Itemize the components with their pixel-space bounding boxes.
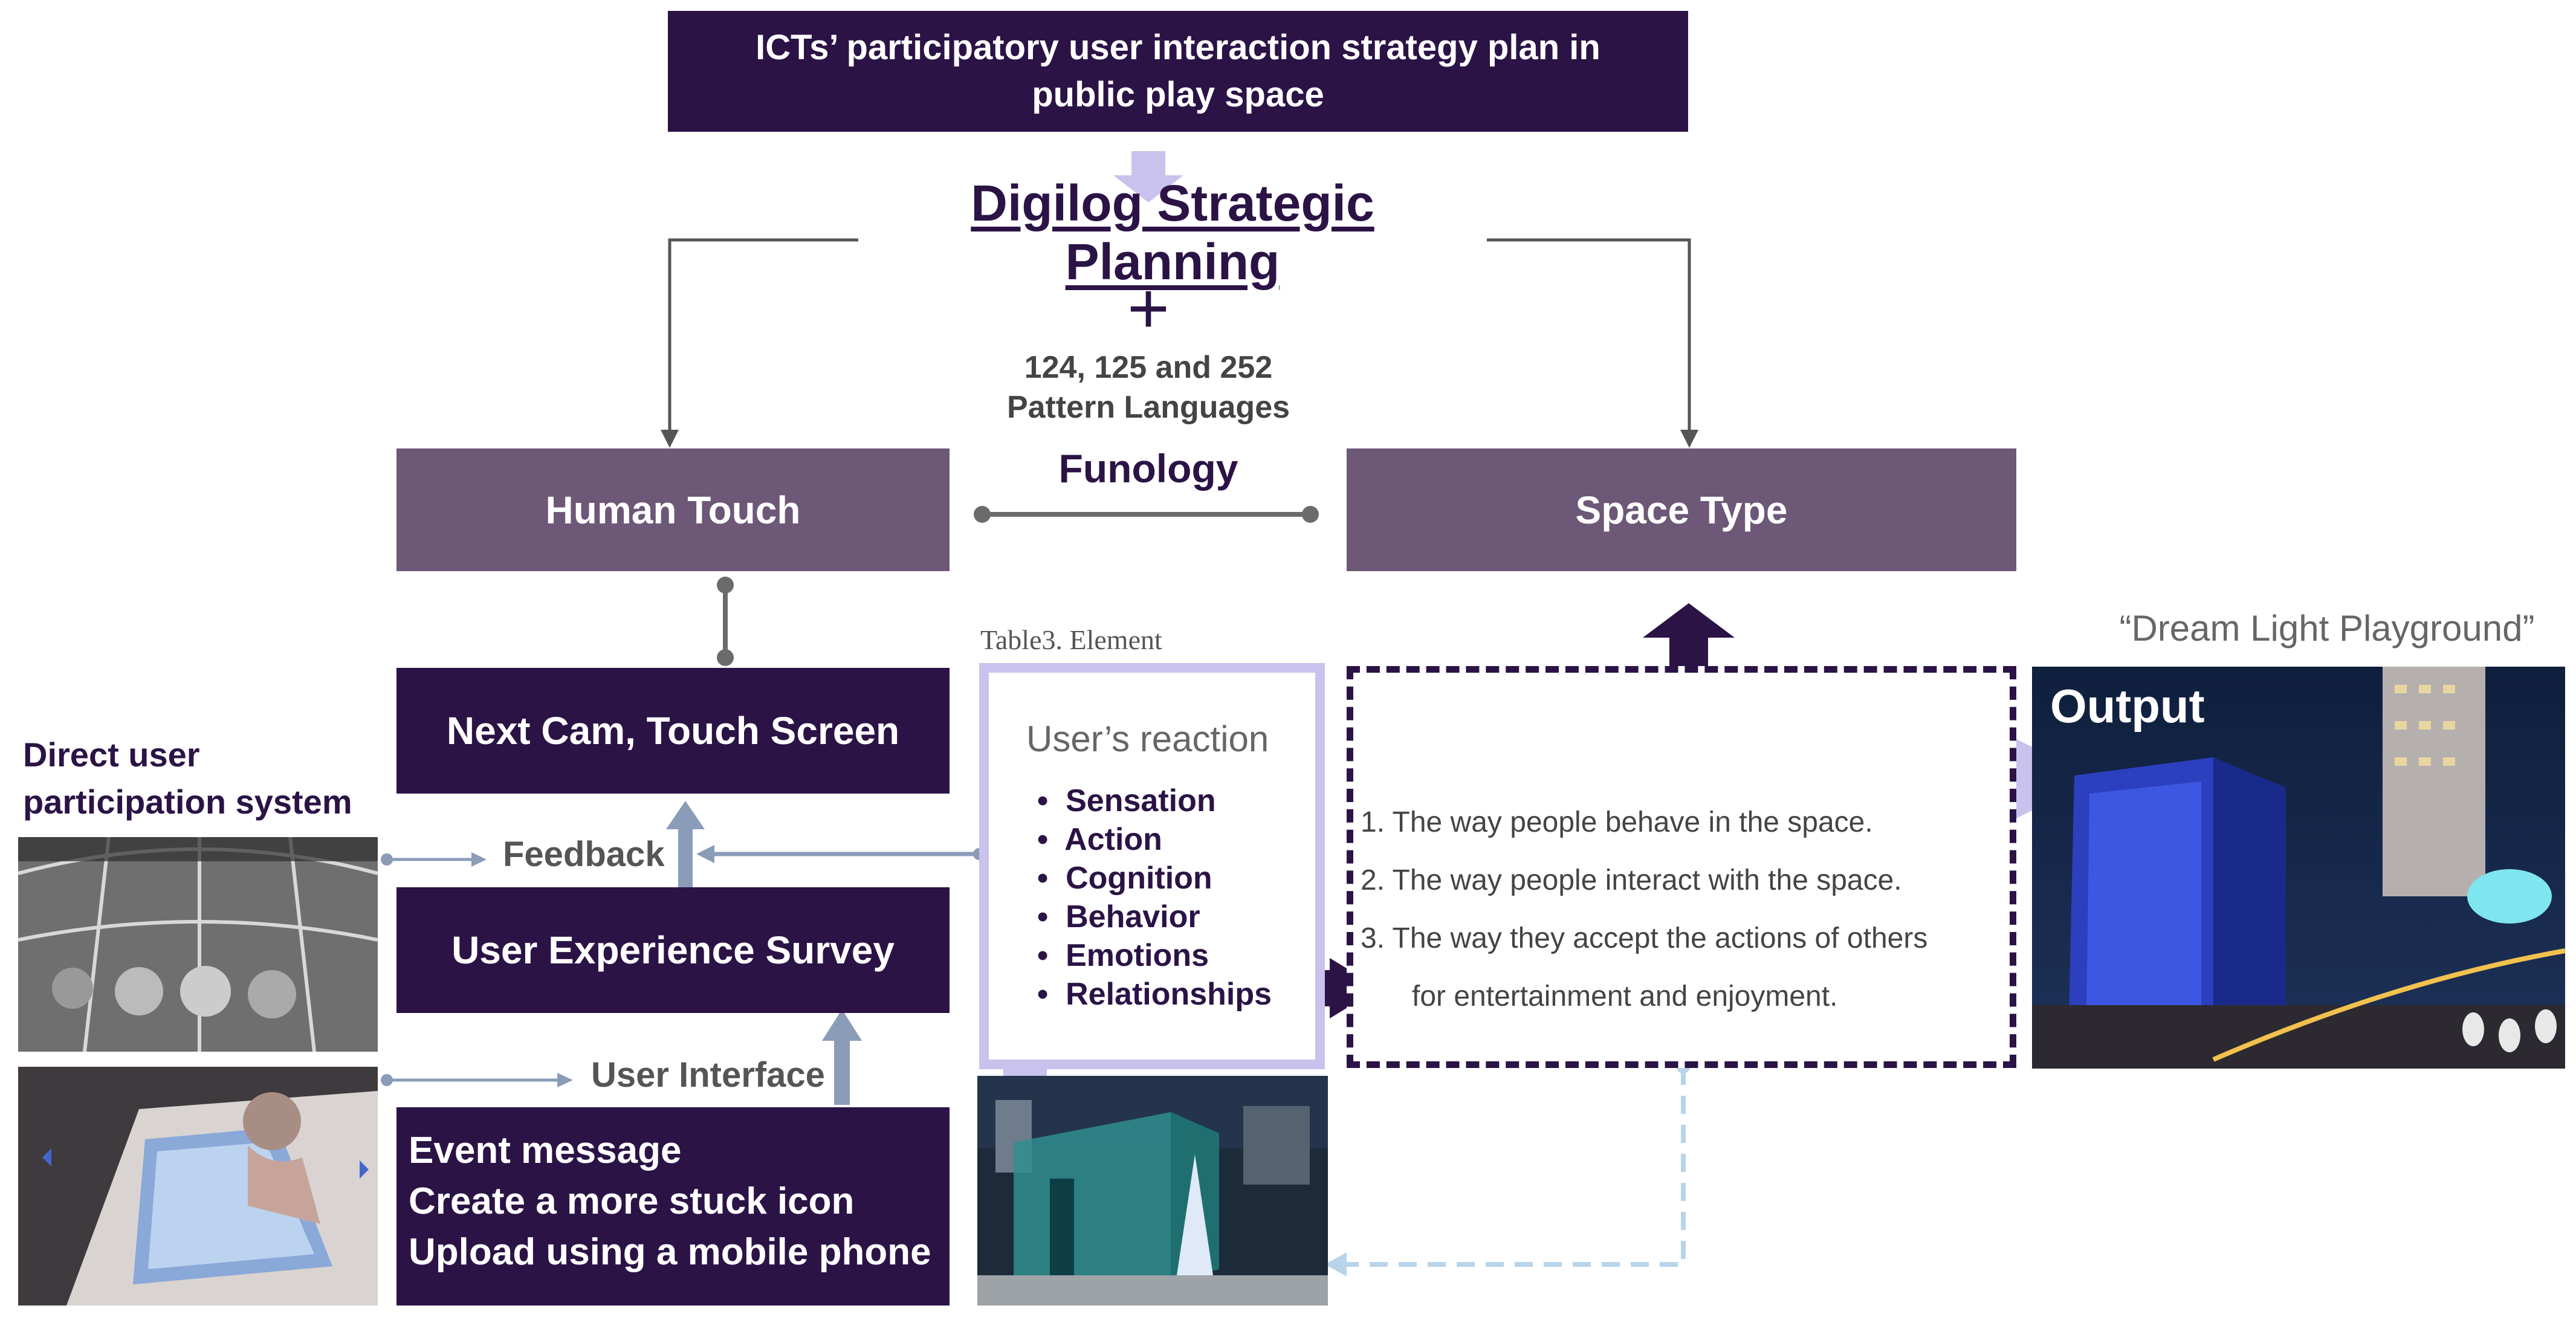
funology-connector (974, 506, 1319, 523)
behaviour-box: 1. The way people behave in the space. 2… (1347, 666, 2016, 1068)
behaviour-item-1: 1. The way people behave in the space. (1361, 806, 1873, 838)
event-line-2: Create a more stuck icon (409, 1180, 855, 1222)
pattern-languages: 124, 125 and 252 Pattern Languages (937, 348, 1360, 427)
event-box: Event message Create a more stuck icon U… (396, 1107, 950, 1306)
table-caption: Table3. Element (980, 624, 1162, 655)
behaviour-item-3: 3. The way they accept the actions of ot… (1361, 922, 1928, 954)
behaviour-item-2: 2. The way people interact with the spac… (1361, 864, 1902, 896)
reaction-item: • Relationships (1037, 977, 1272, 1012)
dream-light-title: “Dream Light Playground” (2119, 608, 2535, 649)
reaction-box: User’s reaction • Sensation • Action • C… (979, 663, 1325, 1069)
user-interface-arrow (381, 1073, 573, 1087)
output-label: Output (2050, 679, 2205, 733)
reaction-item: • Sensation (1037, 783, 1216, 818)
reaction-item: • Behavior (1037, 899, 1200, 934)
digilog-title: Digilog Strategic Planning (858, 175, 1487, 290)
feedback-arrow-from-reaction (696, 845, 985, 863)
vertical-connector (717, 577, 734, 666)
reaction-title: User’s reaction (1026, 719, 1269, 759)
pattern-line-2: Pattern Languages (1006, 390, 1290, 425)
dashed-loop-arrow (1325, 1060, 1690, 1277)
digilog-title-text: Digilog Strategic Planning (971, 175, 1374, 290)
pattern-line-1: 124, 125 and 252 (1024, 350, 1273, 385)
next-cam-box: Next Cam, Touch Screen (396, 668, 950, 794)
strategy-plan-box: ICTs’ participatory user interaction str… (668, 11, 1688, 132)
human-touch-box: Human Touch (396, 448, 950, 571)
reaction-item: • Cognition (1037, 861, 1212, 896)
strategy-plan-text: ICTs’ participatory user interaction str… (756, 28, 1600, 114)
behaviour-item-4: for entertainment and enjoyment. (1412, 980, 1838, 1012)
branch-left-line (661, 238, 858, 448)
funology-label: Funology (1058, 446, 1238, 491)
direct-user-label: Direct user participation system (23, 736, 352, 821)
glass-kiosk-photo (977, 1076, 1328, 1306)
user-interface-label: User Interface (591, 1055, 825, 1095)
dream-light-photo: Output (2032, 667, 2565, 1069)
event-line-1: Event message (409, 1130, 682, 1171)
branch-right-line (1487, 238, 1698, 448)
space-type-box: Space Type (1347, 448, 2016, 571)
reaction-item: • Action (1037, 822, 1162, 857)
event-line-3: Upload using a mobile phone (409, 1231, 931, 1273)
feedback-arrow-from-photo (381, 852, 487, 867)
up-arrow-survey-to-cam (666, 801, 705, 888)
ux-survey-box: User Experience Survey (396, 887, 950, 1013)
touch-table-photo (18, 1067, 378, 1306)
feedback-label: Feedback (503, 835, 665, 874)
reaction-list: • Sensation • Action • Cognition • Behav… (1037, 781, 1272, 1014)
up-arrow-event-to-survey (822, 1009, 862, 1105)
reaction-item: • Emotions (1037, 938, 1209, 973)
down-arrow-top (1113, 151, 1183, 202)
plus-sign: + (1127, 268, 1170, 349)
behaviour-list: 1. The way people behave in the space. 2… (1361, 794, 1927, 1026)
participation-mirror-photo (18, 837, 378, 1052)
